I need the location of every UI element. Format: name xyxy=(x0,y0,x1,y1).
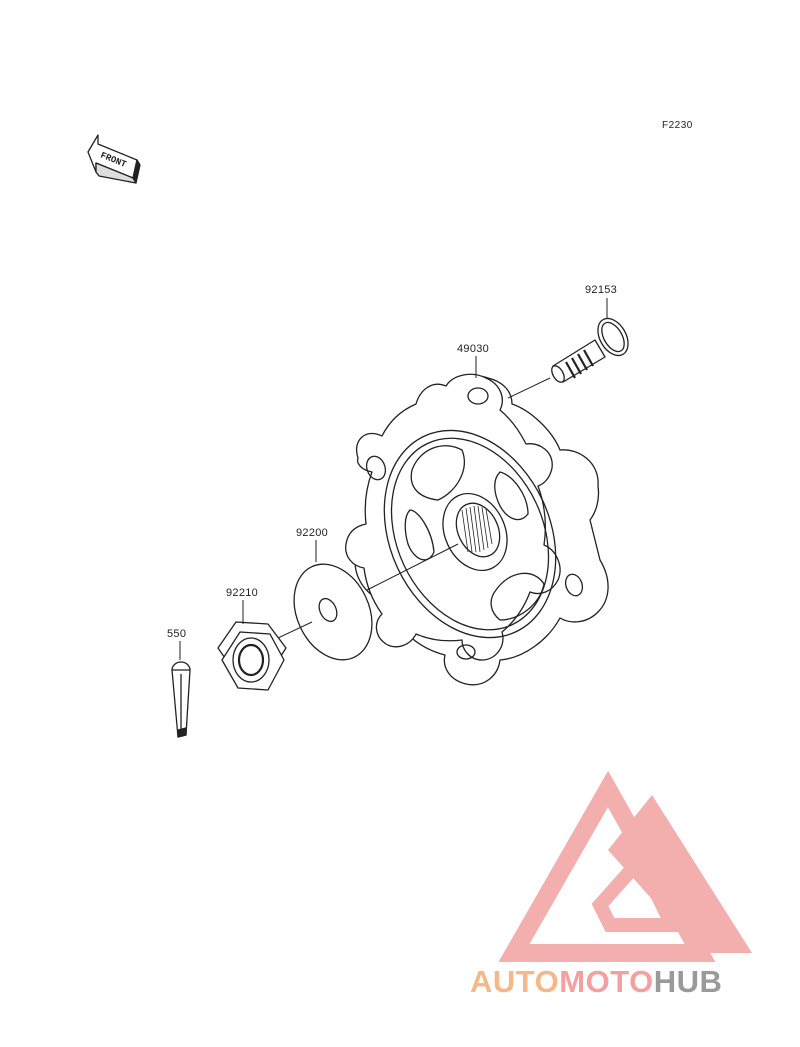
brand-part-auto: AUTO xyxy=(470,964,560,999)
figure-code: F2230 xyxy=(662,120,693,131)
washer-92200 xyxy=(293,563,373,661)
cotter-pin-550 xyxy=(171,661,191,738)
part-label-92210: 92210 xyxy=(226,587,259,599)
brand-wordmark: AUTOMOTOHUB xyxy=(470,964,722,1000)
hub-49030 xyxy=(345,373,609,686)
part-label-550: 550 xyxy=(167,628,187,640)
spline-bore xyxy=(461,505,493,553)
brand-part-hub: HUB xyxy=(653,964,723,999)
part-label-92153: 92153 xyxy=(585,284,618,296)
stud-92153 xyxy=(551,317,629,383)
brand-part-moto: MOTO xyxy=(559,964,654,999)
front-arrow-icon: FRONT xyxy=(87,134,141,184)
part-label-92200: 92200 xyxy=(296,527,329,539)
leader-lines xyxy=(179,298,608,660)
part-label-49030: 49030 xyxy=(457,343,490,355)
nut-92210 xyxy=(217,621,287,691)
brand-logo-icon xyxy=(498,770,752,962)
